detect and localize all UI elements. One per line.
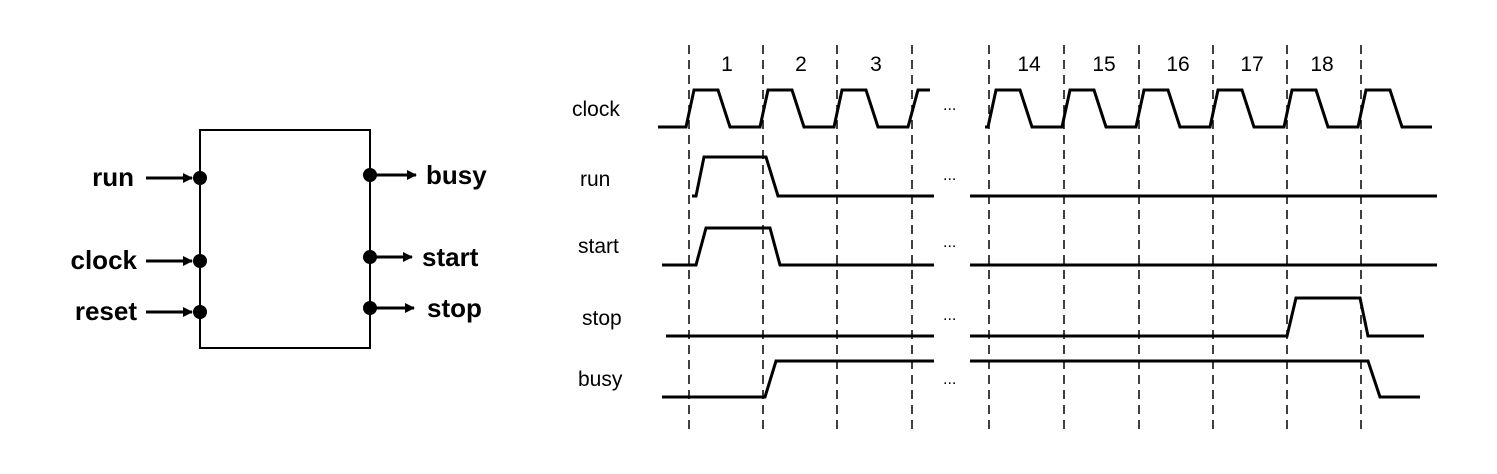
waveform-start xyxy=(662,226,1437,267)
gap-ellipsis: ... xyxy=(943,97,956,114)
signal-label-stop: stop xyxy=(582,307,622,330)
cycle-number: 17 xyxy=(1240,53,1263,76)
pin-dot xyxy=(193,171,207,185)
pin-dot xyxy=(193,305,207,319)
block-diagram: run clock reset busy start xyxy=(71,129,487,349)
cycle-number: 1 xyxy=(721,53,733,76)
waveform-run xyxy=(692,155,1437,198)
input-pin-clock: clock xyxy=(71,245,207,275)
signal-names: clock run start stop busy xyxy=(572,98,623,391)
pin-dot xyxy=(193,254,207,268)
input-pin-run: run xyxy=(92,162,207,192)
cycle-number: 3 xyxy=(870,53,882,76)
output-label-start: start xyxy=(422,242,479,272)
cycle-number: 18 xyxy=(1310,53,1333,76)
cycle-number: 16 xyxy=(1166,53,1189,76)
signal-label-run: run xyxy=(580,168,610,191)
output-pin-start: start xyxy=(363,242,479,272)
input-label-reset: reset xyxy=(75,296,137,326)
gap-ellipsis: ... xyxy=(943,167,956,184)
output-pin-stop: stop xyxy=(363,293,482,323)
signal-label-busy: busy xyxy=(578,368,623,391)
output-label-stop: stop xyxy=(427,293,482,323)
input-pin-reset: reset xyxy=(75,296,207,326)
output-pin-busy: busy xyxy=(363,160,487,190)
gap-ellipsis: ... xyxy=(943,307,956,324)
timing-diagram: 1 2 3 14 15 16 17 18 clock run start sto… xyxy=(572,45,1437,435)
waveform-stop xyxy=(666,296,1424,338)
cycle-number: 14 xyxy=(1017,53,1041,76)
input-label-clock: clock xyxy=(71,245,138,275)
cycle-number: 15 xyxy=(1092,53,1115,76)
block-box xyxy=(199,129,371,349)
cycle-number: 2 xyxy=(795,53,807,76)
cycle-numbers: 1 2 3 14 15 16 17 18 xyxy=(721,53,1334,76)
waveform-clock xyxy=(658,88,1432,129)
output-label-busy: busy xyxy=(426,160,487,190)
gap-ellipsis: ... xyxy=(943,371,956,388)
signal-label-clock: clock xyxy=(572,98,620,121)
gap-ellipsis: ... xyxy=(943,234,956,251)
signal-label-start: start xyxy=(578,235,619,258)
input-label-run: run xyxy=(92,162,134,192)
gap-ellipses: ... ... ... ... ... xyxy=(943,97,956,388)
waveform-busy xyxy=(662,359,1420,399)
